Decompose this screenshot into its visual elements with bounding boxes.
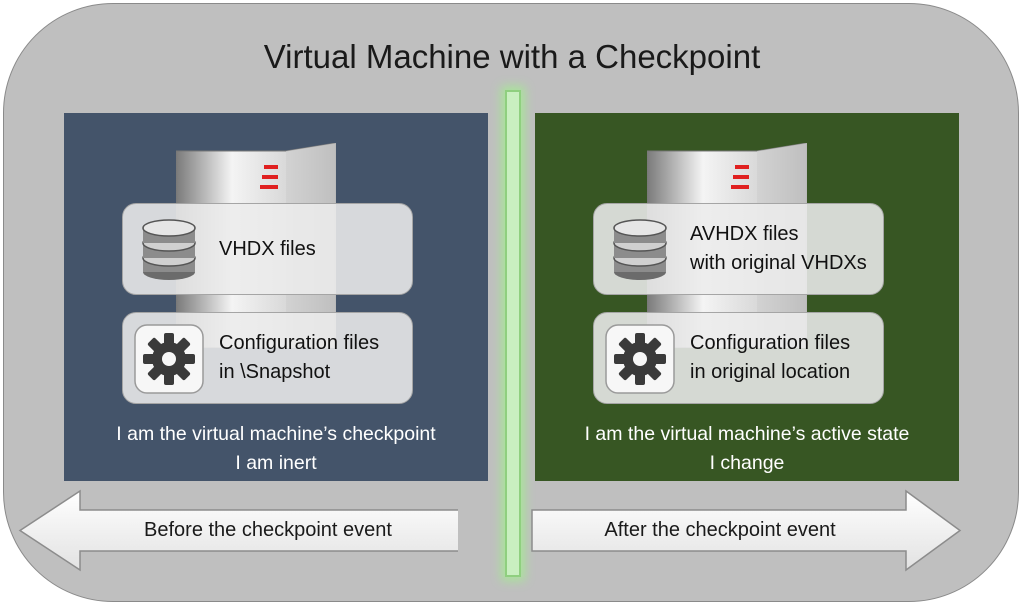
config-files-label: Configuration files in \Snapshot	[219, 332, 380, 383]
config-files-card: Configuration files in original location	[593, 312, 884, 404]
active-state-panel: AVHDX files with original VHDXs Configur…	[535, 113, 959, 481]
before-checkpoint-arrow: Before the checkpoint event	[18, 489, 489, 572]
vhdx-files-label: VHDX files	[219, 237, 316, 260]
active-state-caption: I am the virtual machine’s active state …	[584, 423, 910, 474]
checkpoint-panel: VHDX files Configuration files in \Snaps…	[64, 113, 488, 481]
avhdx-files-card: AVHDX files with original VHDXs	[593, 203, 884, 295]
right-arrow-icon	[531, 489, 962, 572]
database-icon	[142, 219, 196, 280]
before-checkpoint-label: Before the checkpoint event	[144, 519, 392, 541]
after-checkpoint-arrow: After the checkpoint event	[530, 489, 970, 572]
diagram-title: Virtual Machine with a Checkpoint	[263, 38, 761, 75]
checkpoint-caption: I am the virtual machine’s checkpoint I …	[116, 423, 436, 474]
gear-icon	[605, 324, 675, 394]
config-files-label: Configuration files in original location	[690, 332, 851, 383]
database-icon	[613, 219, 667, 280]
vhdx-files-card: VHDX files	[122, 203, 413, 295]
gear-icon	[134, 324, 204, 394]
after-checkpoint-label: After the checkpoint event	[604, 519, 836, 541]
timeline-divider	[505, 90, 521, 577]
config-files-card: Configuration files in \Snapshot	[122, 312, 413, 404]
avhdx-files-label: AVHDX files with original VHDXs	[690, 223, 867, 274]
